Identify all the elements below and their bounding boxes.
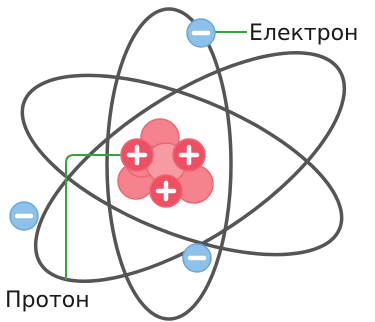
electron-label: Електрон xyxy=(249,21,358,46)
proton xyxy=(120,138,154,172)
leader-lines xyxy=(65,31,247,280)
electron xyxy=(182,243,212,273)
plus-sign-icon xyxy=(178,144,200,166)
plus-sign-icon xyxy=(155,180,177,202)
proton-leader-line xyxy=(65,154,125,280)
proton-label: Протон xyxy=(5,288,90,313)
electrons xyxy=(9,18,216,273)
proton xyxy=(149,174,183,208)
nucleus xyxy=(117,118,214,208)
orbit-tilted-left xyxy=(33,51,347,283)
electron xyxy=(186,18,216,48)
electron xyxy=(9,201,39,231)
orbits xyxy=(20,7,347,321)
plus-sign-icon xyxy=(126,144,148,166)
orbit-vertical xyxy=(105,7,233,321)
proton xyxy=(172,138,206,172)
orbit-tilted-right xyxy=(20,73,344,257)
